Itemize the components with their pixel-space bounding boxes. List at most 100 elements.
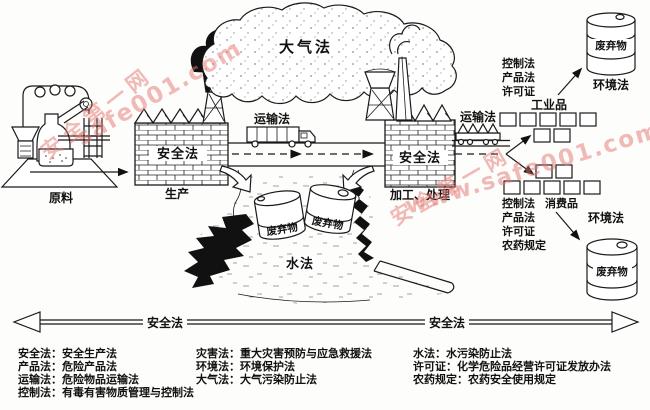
- goods-box: [535, 164, 553, 179]
- barrel-top: [253, 190, 301, 207]
- goods-box: [555, 164, 573, 179]
- consumer-law-control: 控制法: [502, 196, 535, 210]
- legend-item: 产品法：危险产品法: [18, 359, 117, 373]
- barrel-top: [586, 238, 638, 256]
- transport-law-left-label: 运输法: [254, 111, 290, 126]
- consumer-law-permit: 许可证: [502, 224, 535, 238]
- barrel-band: [257, 216, 304, 228]
- consumer-waste-arrow: [555, 211, 581, 241]
- truck-wheel: [304, 140, 312, 148]
- railcar-wheel: [457, 138, 465, 146]
- legend-item: 水法：水污染防止法: [413, 346, 512, 360]
- waste-water-1-label: 废弃物: [266, 220, 300, 238]
- transport-law-right-label: 运输法: [460, 109, 496, 124]
- safety-law-right-label: 安全法: [399, 150, 441, 166]
- hopper-cup: [17, 140, 34, 159]
- legend-item: 控制法：有毒有害物质管理与控制法: [18, 385, 194, 399]
- hopper-funnel: [11, 126, 40, 142]
- environment-law-bottom-label: 环境法: [588, 210, 624, 225]
- roof-hatch-left: [146, 114, 226, 123]
- stage-production-label: 生产: [165, 186, 189, 201]
- safety-law-left-label: 安全法: [157, 146, 199, 162]
- industrial-goods-label: 工业品: [531, 97, 567, 112]
- truck-panels: [256, 127, 288, 142]
- wall-label-bg: [149, 146, 207, 161]
- truck-body: [246, 126, 300, 143]
- truck-wheel: [251, 140, 259, 148]
- environment-law-top-label: 环境法: [593, 77, 629, 92]
- industrial-waste-arrow: [557, 67, 583, 96]
- frame-loop: [34, 86, 46, 98]
- axis-lines: [40, 319, 612, 325]
- railcar-loads: [456, 122, 500, 134]
- axis-arrowhead-left: [12, 311, 41, 333]
- plant-pole: [58, 135, 110, 141]
- processing-wall: 安全法: [384, 103, 456, 188]
- smoke-wisps-right: [389, 24, 421, 55]
- axis-safety-law-left: 安全法: [147, 315, 183, 330]
- consumer-law-pesticide: 农药规定: [501, 238, 546, 252]
- waste-barrel-bottom-icon: 废弃物: [586, 238, 638, 301]
- axis-arrowhead-right: [611, 311, 640, 333]
- industrial-law-permit: 许可证: [502, 84, 535, 98]
- branch-arrows: [455, 134, 535, 176]
- to-consumer-arrow: [505, 153, 535, 176]
- flare-opening: [364, 68, 396, 73]
- truck-icon: [246, 126, 316, 148]
- pour-chute: [57, 100, 89, 124]
- railcar-wheel: [482, 138, 490, 146]
- waste-water-2-label: 废弃物: [311, 214, 345, 232]
- legend-item: 安全法：安全生产法: [18, 346, 117, 360]
- derrick-flare-top: [364, 71, 396, 89]
- truck-wheel: [288, 140, 296, 148]
- waste-top-label: 废弃物: [595, 39, 627, 52]
- water-label-bg: [284, 256, 316, 270]
- wall-label-bg: [393, 150, 448, 165]
- legend-item: 运输法：危险物品运输法: [18, 372, 139, 386]
- goods-box: [559, 112, 577, 127]
- legend-item: 大气法：大气污染防止法: [196, 372, 317, 386]
- rocks-right: [350, 184, 374, 262]
- discharge-chute-left: [219, 165, 252, 193]
- industrial-law-product: 产品法: [502, 70, 535, 84]
- goods-box: [553, 128, 571, 143]
- frame-spiral-inner: [83, 101, 89, 107]
- atmosphere-law-label: 大气法: [279, 38, 333, 56]
- frame-loop: [49, 84, 61, 96]
- safety-law-axis: 安全法 安全法: [12, 311, 640, 333]
- goods-box: [503, 180, 521, 195]
- barrel-highlight: [615, 13, 625, 21]
- raw-material-plant-icon: [0, 84, 129, 188]
- legend-item: 农药规定：农药安全使用规定: [412, 372, 556, 386]
- barrel-label-bg: [593, 265, 632, 277]
- stage-raw-material-label: 原料: [49, 190, 73, 205]
- railcar-bed: [455, 132, 501, 141]
- waste-barrel-water-1-icon: 废弃物: [253, 190, 306, 240]
- discharge-chute-right: [342, 165, 375, 193]
- waste-barrel-water-2-icon: 废弃物: [303, 184, 357, 234]
- barrel-top: [586, 12, 636, 28]
- water-law-label: 水法: [286, 256, 314, 272]
- railcar-wheel: [491, 138, 499, 146]
- right-tower: [364, 24, 421, 121]
- barrel-label-bg: [592, 39, 630, 51]
- consumer-law-product: 产品法: [502, 210, 535, 224]
- goods-box: [563, 180, 581, 195]
- legend-item: 许可证：化学危险品经营许可证发放办法: [413, 359, 611, 373]
- stage-processing-label: 加工、处理: [389, 187, 450, 202]
- goods-box: [533, 128, 551, 143]
- legend-item: 环境法：环境保护法: [196, 359, 295, 373]
- goods-box: [499, 112, 517, 127]
- railcar-wheel: [466, 138, 474, 146]
- derrick-braces-right: [366, 89, 394, 119]
- outfall-pipe-icon: [373, 260, 455, 294]
- industrial-goods: 控制法 产品法 许可证 工业品: [499, 56, 597, 143]
- to-industrial-arrow: [505, 134, 532, 155]
- barrel-highlight: [337, 189, 349, 197]
- goods-box: [539, 112, 557, 127]
- derrick-braces-left: [203, 93, 225, 122]
- consumer-goods-label: 消费品: [545, 196, 578, 210]
- goods-box: [519, 112, 537, 127]
